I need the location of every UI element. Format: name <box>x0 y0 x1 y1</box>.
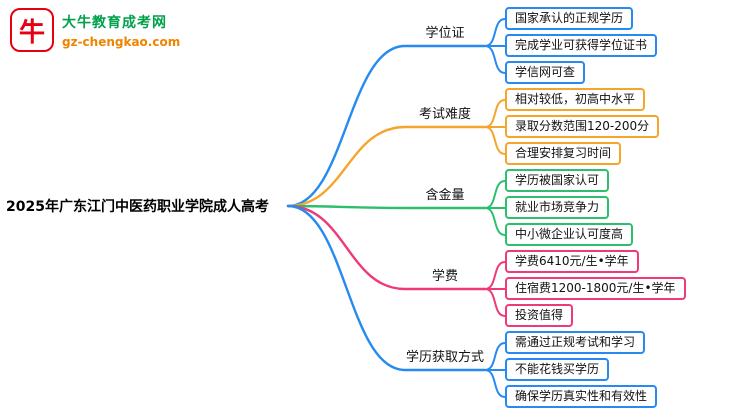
child-connector <box>484 18 506 47</box>
leaf-node: 录取分数范围120-200分 <box>505 115 660 138</box>
main-topic: 2025年广东江门中医药职业学院成人高考 <box>6 199 269 215</box>
child-connector <box>484 342 506 371</box>
leaf-node: 确保学历真实性和有效性 <box>505 385 658 408</box>
child-connector <box>484 261 506 290</box>
leaf-node: 住宿费1200-1800元/生•学年 <box>505 277 686 300</box>
branch-label-degree: 学位证 <box>425 26 465 41</box>
site-name: 大牛教育成考网 <box>62 14 167 31</box>
child-connector <box>484 126 506 155</box>
leaf-node: 不能花钱买学历 <box>505 358 610 381</box>
leaf-node: 就业市场竞争力 <box>505 196 610 219</box>
leaf-node: 投资值得 <box>505 304 574 327</box>
bull-glyph: 牛 <box>18 17 45 48</box>
branch-label-difficulty: 考试难度 <box>418 107 471 122</box>
branch-label-tuition: 学费 <box>431 269 458 284</box>
branch-curve <box>286 204 487 372</box>
site-logo: 牛 大牛教育成考网 gz-chengkao.com <box>10 8 180 52</box>
branch-curve <box>286 204 487 291</box>
logo-text: 大牛教育成考网 gz-chengkao.com <box>62 12 180 49</box>
bull-logo-icon: 牛 <box>10 8 54 52</box>
leaf-node: 中小微企业认可度高 <box>505 223 634 246</box>
leaf-node: 学信网可查 <box>505 61 586 84</box>
leaf-node: 学费6410元/生•学年 <box>505 250 639 273</box>
branch-label-acquisition: 学历获取方式 <box>405 350 484 365</box>
branch-curve <box>286 44 487 208</box>
child-connector <box>484 369 506 398</box>
child-connector <box>484 180 506 209</box>
site-url: gz-chengkao.com <box>62 34 181 49</box>
branch-curve <box>286 125 487 208</box>
branch-label-value: 含金量 <box>425 188 465 203</box>
leaf-node: 国家承认的正规学历 <box>505 7 634 30</box>
child-connector <box>484 99 506 128</box>
leaf-node: 相对较低，初高中水平 <box>505 88 646 111</box>
branch-curve <box>286 204 487 210</box>
child-connector <box>484 207 506 236</box>
leaf-node: 需通过正规考试和学习 <box>505 331 646 354</box>
leaf-node: 学历被国家认可 <box>505 169 610 192</box>
leaf-node: 完成学业可获得学位证书 <box>505 34 658 57</box>
leaf-node: 合理安排复习时间 <box>505 142 622 165</box>
child-connector <box>484 288 506 317</box>
child-connector <box>484 45 506 74</box>
